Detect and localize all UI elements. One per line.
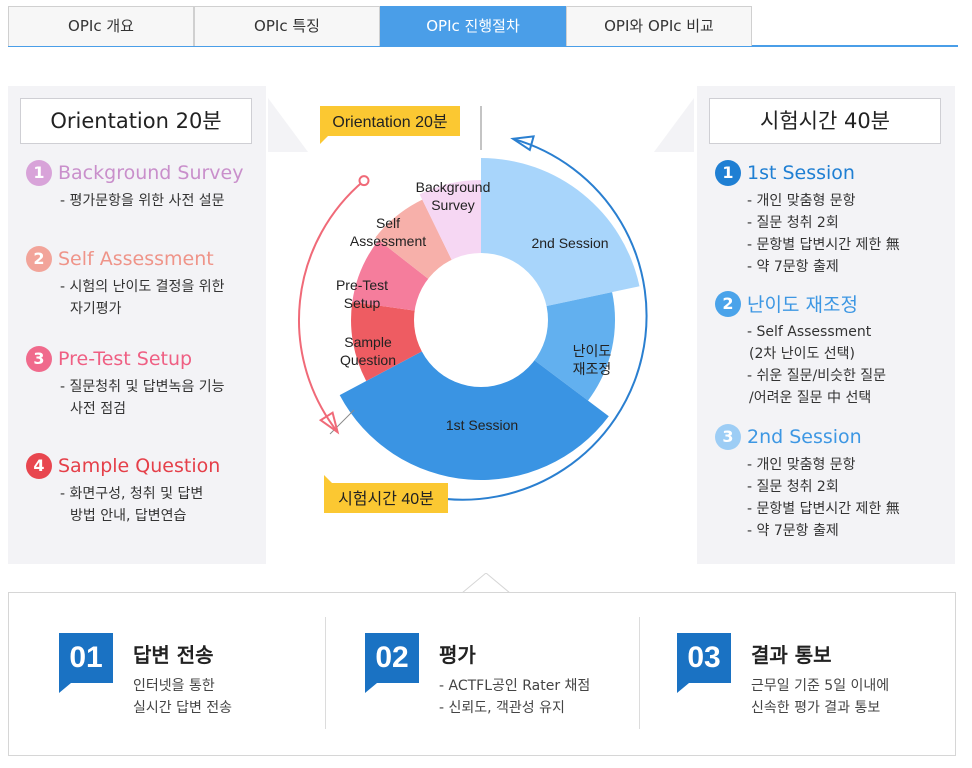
segment-label-background-survey: Background — [416, 179, 491, 195]
step-number-badge: 3 — [715, 424, 741, 450]
segment-label-difficulty: 재조정 — [573, 361, 612, 377]
stage-desc-line: - 신뢰도, 객관성 유지 — [439, 700, 565, 716]
step-title: 2nd Session — [747, 426, 862, 448]
test-time-badge-label: 시험시간 40분 — [338, 490, 434, 508]
test-time-panel-title: 시험시간 40분 — [709, 98, 941, 144]
orientation-badge-label: Orientation 20분 — [332, 114, 447, 131]
orientation-arc-start-dot — [358, 175, 370, 187]
stage-title: 평가 — [439, 643, 476, 667]
stage-title: 답변 전송 — [133, 643, 214, 667]
segment-label-2nd-session: 2nd Session — [531, 235, 608, 251]
step-desc-line: (2차 난이도 선택) — [749, 346, 856, 362]
orientation-step-4: 4 Sample Question - 화면구성, 청취 및 답변 방법 안내,… — [26, 453, 220, 527]
left-callout-wedge — [268, 98, 308, 152]
segment-label-self-assessment: Self — [376, 215, 400, 231]
step-title: 난이도 재조정 — [747, 294, 858, 316]
bottom-box-notch — [462, 573, 510, 594]
step-desc-line: - 평가문항을 위한 사전 설문 — [60, 193, 225, 209]
tab-opi-opic-compare[interactable]: OPI와 OPIc 비교 — [566, 6, 752, 46]
step-number-badge: 3 — [26, 346, 52, 372]
step-desc-line: - 화면구성, 청취 및 답변 — [60, 486, 204, 502]
orientation-arc-arrowhead — [318, 411, 340, 435]
tab-bar: OPIc 개요 OPIc 특징 OPIc 진행절차 OPI와 OPIc 비교 — [8, 6, 958, 47]
step-desc-line: - 약 7문항 출제 — [747, 259, 839, 275]
step-title: Self Assessment — [58, 248, 214, 270]
orientation-panel: Orientation 20분 1 Background Survey - 평가… — [8, 86, 266, 564]
orientation-arc-arrow — [298, 179, 365, 433]
step-desc-line: - 개인 맞춤형 문항 — [747, 193, 856, 209]
orientation-time-badge: Orientation 20분 — [320, 106, 460, 144]
test-step-1: 1 1st Session - 개인 맞춤형 문항 - 질문 청취 2회 - 문… — [715, 160, 900, 278]
step-desc-line: - 시험의 난이도 결정을 위한 — [60, 279, 225, 295]
step-desc-line: - 문항별 답변시간 제한 無 — [747, 237, 900, 253]
orientation-step-1: 1 Background Survey - 평가문항을 위한 사전 설문 — [26, 160, 243, 212]
tab-opic-procedure[interactable]: OPIc 진행절차 — [380, 6, 566, 46]
test-time-arc-arrowhead — [510, 135, 535, 152]
pie-center-hole — [414, 253, 548, 387]
step-desc-line: - Self Assessment — [747, 324, 872, 340]
segment-label-difficulty: 난이도 — [573, 343, 612, 359]
step-desc-line: 사전 점검 — [70, 401, 126, 417]
step-number-badge: 1 — [715, 160, 741, 186]
stage-desc-line: 인터넷을 통한 — [133, 678, 215, 694]
procedure-diagram: Orientation 20분 시험시간 40분 2nd Session 난이도… — [268, 98, 694, 513]
post-test-process-box: 01 답변 전송 인터넷을 통한 실시간 답변 전송 02 평가 - ACTFL… — [8, 592, 956, 756]
test-step-3: 3 2nd Session - 개인 맞춤형 문항 - 질문 청취 2회 - 문… — [715, 424, 900, 542]
segment-label-pre-test: Setup — [344, 295, 381, 311]
step-desc-line: - 개인 맞춤형 문항 — [747, 457, 856, 473]
step-title: Sample Question — [58, 455, 221, 477]
stage-desc-line: 근무일 기준 5일 이내에 — [751, 678, 890, 694]
step-desc-line: - 질문청취 및 답변녹음 기능 — [60, 379, 225, 395]
stage-desc: - ACTFL공인 Rater 채점 - 신뢰도, 객관성 유지 — [439, 675, 590, 719]
step-desc-line: - 질문 청취 2회 — [747, 479, 839, 495]
stage-desc: 인터넷을 통한 실시간 답변 전송 — [133, 675, 232, 719]
orientation-step-3: 3 Pre-Test Setup - 질문청취 및 답변녹음 기능 사전 점검 — [26, 346, 225, 420]
step-number-badge: 2 — [26, 246, 52, 272]
right-callout-wedge — [654, 98, 694, 152]
segment-label-self-assessment: Assessment — [350, 233, 426, 249]
step-desc-line: - 쉬운 질문/비슷한 질문 — [747, 368, 887, 384]
step-title: Pre-Test Setup — [58, 348, 193, 370]
tab-opic-overview[interactable]: OPIc 개요 — [8, 6, 194, 46]
step-desc-line: 자기평가 — [70, 301, 122, 317]
test-time-arc-arrow — [430, 137, 648, 501]
stage-desc-line: - ACTFL공인 Rater 채점 — [439, 678, 591, 694]
step-desc-line: - 문항별 답변시간 제한 無 — [747, 501, 900, 517]
step-title: 1st Session — [747, 162, 855, 184]
stage-number: 01 — [59, 633, 113, 693]
step-desc-line: /어려운 질문 中 선택 — [749, 390, 872, 406]
stage-divider — [325, 617, 326, 729]
orientation-panel-title: Orientation 20분 — [20, 98, 252, 144]
step-desc-line: - 약 7문항 출제 — [747, 523, 839, 539]
stage-desc-line: 신속한 평가 결과 통보 — [751, 700, 881, 716]
segment-label-sample-question: Question — [340, 352, 396, 368]
tab-opic-features[interactable]: OPIc 특징 — [194, 6, 380, 46]
segment-label-sample-question: Sample — [344, 334, 392, 350]
segment-label-1st-session: 1st Session — [446, 417, 518, 433]
step-number-badge: 1 — [26, 160, 52, 186]
step-number-badge: 2 — [715, 290, 741, 317]
stage-divider — [639, 617, 640, 729]
stage-number: 03 — [677, 633, 731, 693]
test-step-2: 2 난이도 재조정 - Self Assessment (2차 난이도 선택) … — [715, 290, 886, 409]
test-time-panel: 시험시간 40분 1 1st Session - 개인 맞춤형 문항 - 질문 … — [697, 86, 955, 564]
step-title: Background Survey — [58, 162, 244, 184]
step-desc-line: - 질문 청취 2회 — [747, 215, 839, 231]
segment-label-background-survey: Survey — [431, 197, 475, 213]
segment-label-pre-test: Pre-Test — [336, 277, 388, 293]
step-number-badge: 4 — [26, 453, 52, 479]
step-desc-line: 방법 안내, 답변연습 — [70, 508, 187, 524]
stage-number: 02 — [365, 633, 419, 693]
stage-desc-line: 실시간 답변 전송 — [133, 700, 233, 716]
stage-title: 결과 통보 — [751, 643, 832, 667]
test-time-badge: 시험시간 40분 — [324, 475, 448, 513]
stage-desc: 근무일 기준 5일 이내에 신속한 평가 결과 통보 — [751, 675, 889, 719]
orientation-step-2: 2 Self Assessment - 시험의 난이도 결정을 위한 자기평가 — [26, 246, 225, 320]
segment-1st-session — [339, 320, 609, 481]
